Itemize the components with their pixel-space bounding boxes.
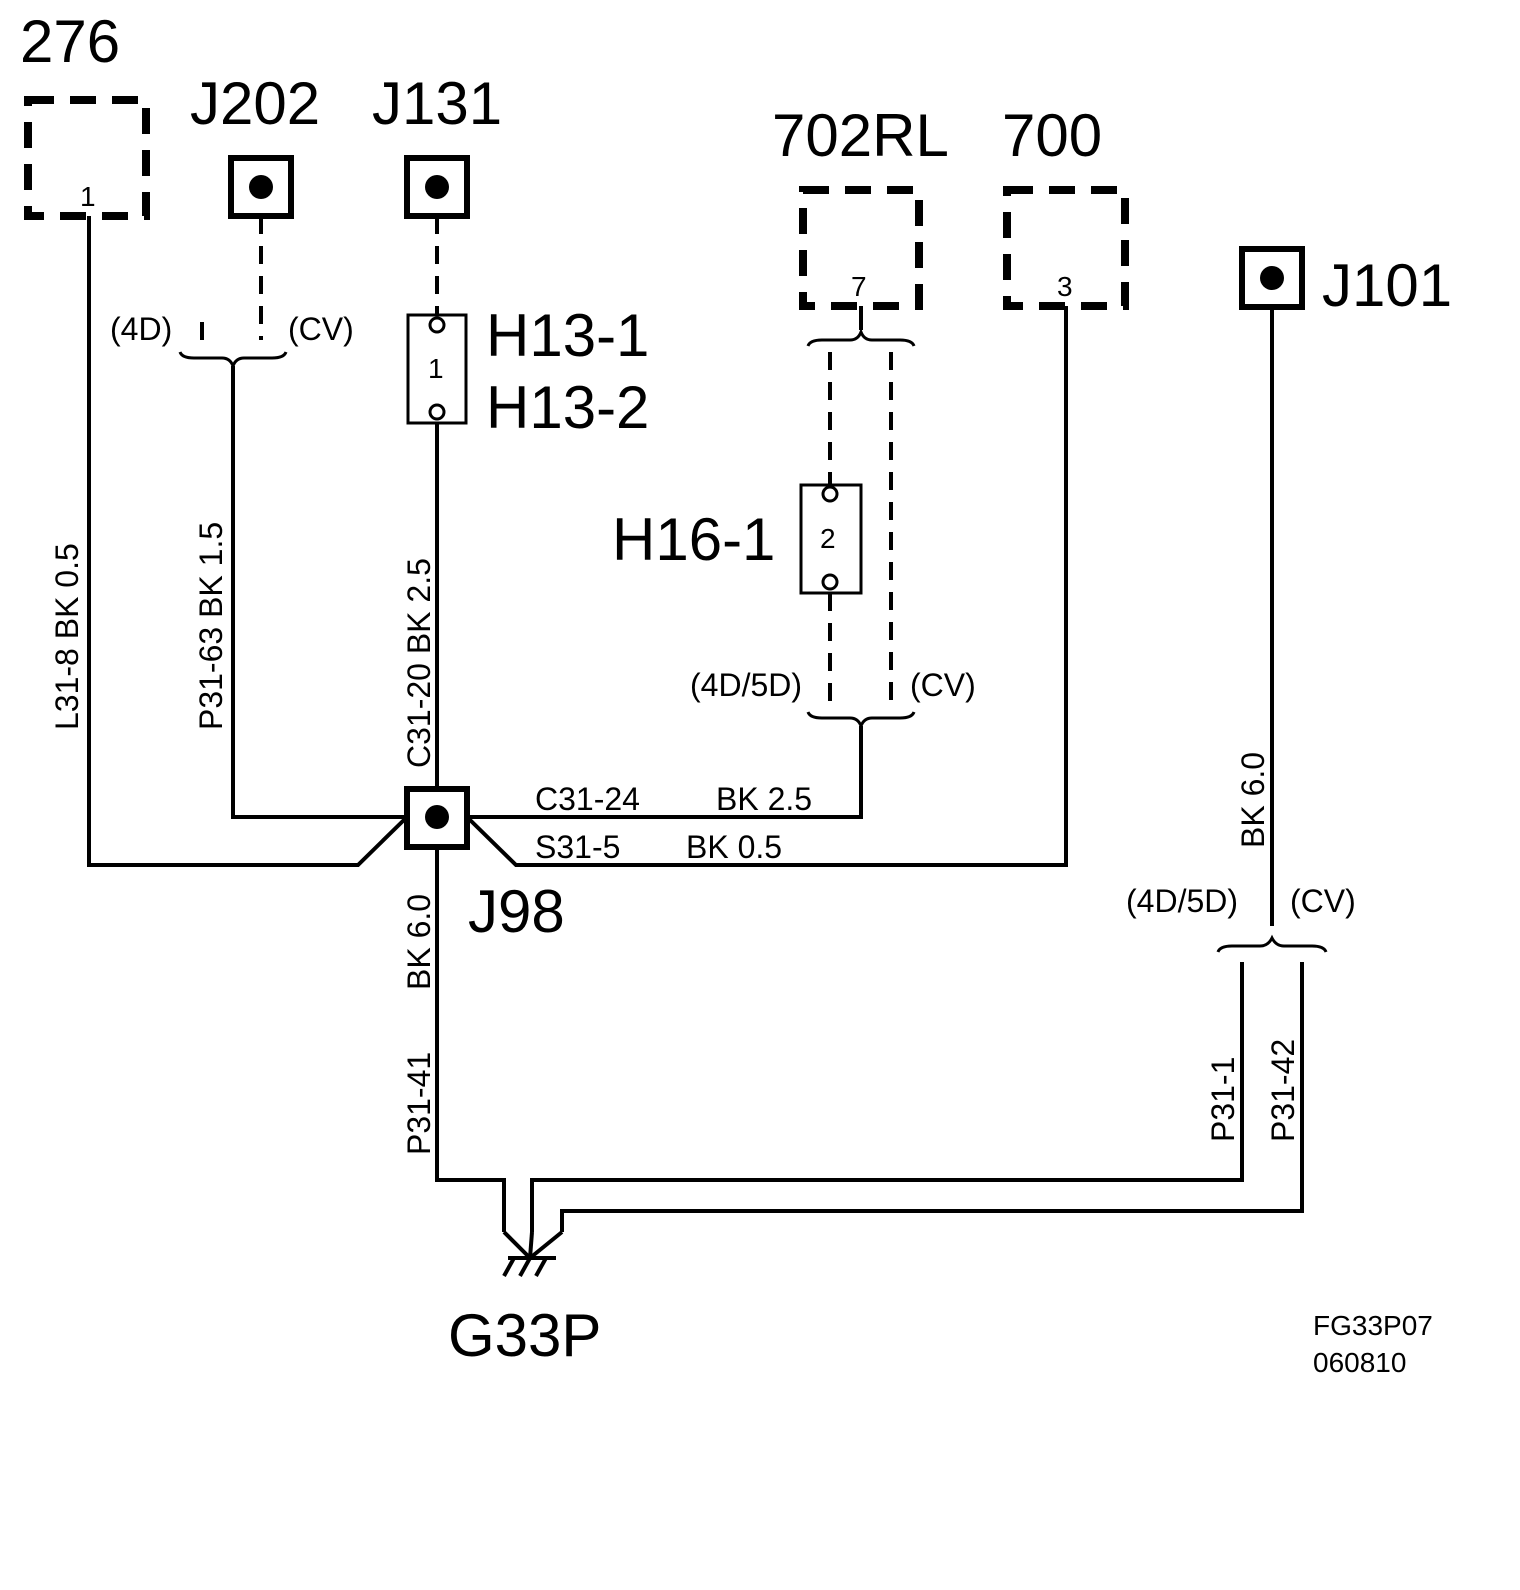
ground-g33p-hatch-2 (518, 1257, 532, 1277)
ground-g33p: G33P (448, 1230, 601, 1369)
connector-j101: J101 (1239, 246, 1452, 319)
wire-j101: BK 6.0 (4D/5D) (CV) P31-1 P31-42 (530, 307, 1356, 1232)
connector-j101-label: J101 (1322, 252, 1452, 319)
j101-variant-right: (CV) (1290, 883, 1356, 919)
wire-p31-63: (4D) (CV) P31-63 BK 1.5 (110, 216, 407, 819)
connector-j131-pin-dot (425, 175, 449, 199)
figure-reference-code: FG33P07 (1313, 1310, 1433, 1341)
component-700-label: 700 (1002, 102, 1102, 169)
wire-s31-5: S31-5 BK 0.5 (465, 306, 1068, 867)
h16-bottom-brace (806, 711, 916, 731)
wire-s31-5-id: S31-5 (535, 829, 620, 865)
wire-p31-41-size: BK 6.0 (401, 894, 437, 990)
wire-c31-20-label: C31-20 BK 2.5 (401, 558, 437, 768)
component-700: 700 3 (1002, 102, 1129, 310)
ground-g33p-hatch-1 (502, 1257, 516, 1277)
connector-h13-label-top: H13-1 (486, 302, 649, 369)
connector-h13-pin: 1 (428, 353, 444, 384)
connector-h16-label: H16-1 (612, 506, 775, 573)
wire-c31-20: 1 H13-1 H13-2 C31-20 BK 2.5 (401, 216, 649, 789)
component-702rl-label: 702RL (772, 102, 949, 169)
wire-p31-63-label: P31-63 BK 1.5 (193, 522, 229, 730)
wire-c31-24-id: C31-24 (535, 781, 640, 817)
component-702rl: 702RL 7 (772, 102, 949, 310)
figure-reference: FG33P07 060810 (1313, 1310, 1433, 1378)
h16-variant-right: (CV) (910, 667, 976, 703)
component-276-box (24, 96, 150, 220)
connector-j101-pin-dot (1260, 266, 1284, 290)
wire-c31-24-spec: BK 2.5 (716, 781, 812, 817)
j202-variant-right: (CV) (288, 311, 354, 347)
component-276-label: 276 (20, 8, 120, 75)
wire-c31-24: 2 H16-1 (4D/5D) (CV) C31-24 BK 2.5 (467, 306, 976, 819)
j202-variant-brace (178, 351, 288, 371)
wire-p31-1-label: P31-1 (1205, 1057, 1241, 1142)
connector-j202: J202 (190, 70, 320, 219)
connector-j131-label: J131 (372, 70, 502, 137)
wire-p31-41-label: P31-41 (401, 1052, 437, 1155)
connector-h16-pin: 2 (820, 523, 836, 554)
figure-reference-date: 060810 (1313, 1347, 1406, 1378)
component-700-pin: 3 (1057, 271, 1073, 302)
wire-p31-41: BK 6.0 P31-41 (401, 847, 506, 1232)
wire-p31-42-label: P31-42 (1265, 1039, 1301, 1142)
splice-j98-label: J98 (468, 878, 565, 945)
wire-l31-8: L31-8 BK 0.5 (49, 216, 409, 867)
component-702rl-box (799, 186, 923, 310)
connector-h16-pin-bottom (821, 573, 839, 591)
splice-j98: J98 (404, 786, 565, 945)
j101-variant-left: (4D/5D) (1126, 883, 1238, 919)
component-702rl-pin: 7 (851, 271, 867, 302)
connector-h13-pin-top (428, 316, 446, 334)
h16-variant-left: (4D/5D) (690, 667, 802, 703)
splice-j98-dot (425, 805, 449, 829)
component-276-pin: 1 (80, 181, 96, 212)
component-276: 276 1 (20, 8, 150, 220)
connector-j131: J131 (372, 70, 502, 219)
component-700-box (1003, 186, 1129, 310)
j202-variant-left: (4D) (110, 311, 172, 347)
connector-j202-pin-dot (249, 175, 273, 199)
wire-l31-8-label: L31-8 BK 0.5 (49, 543, 85, 730)
j101-variant-brace (1216, 934, 1328, 953)
ground-g33p-label: G33P (448, 1302, 601, 1369)
connector-j202-label: J202 (190, 70, 320, 137)
wire-s31-5-spec: BK 0.5 (686, 829, 782, 865)
connector-h13-pin-bottom (428, 403, 446, 421)
connector-h16-pin-top (821, 485, 839, 503)
h16-top-brace (806, 327, 916, 347)
ground-g33p-hatch-3 (534, 1257, 548, 1277)
wire-j101-size: BK 6.0 (1235, 752, 1271, 848)
connector-h13-label-bottom: H13-2 (486, 374, 649, 441)
